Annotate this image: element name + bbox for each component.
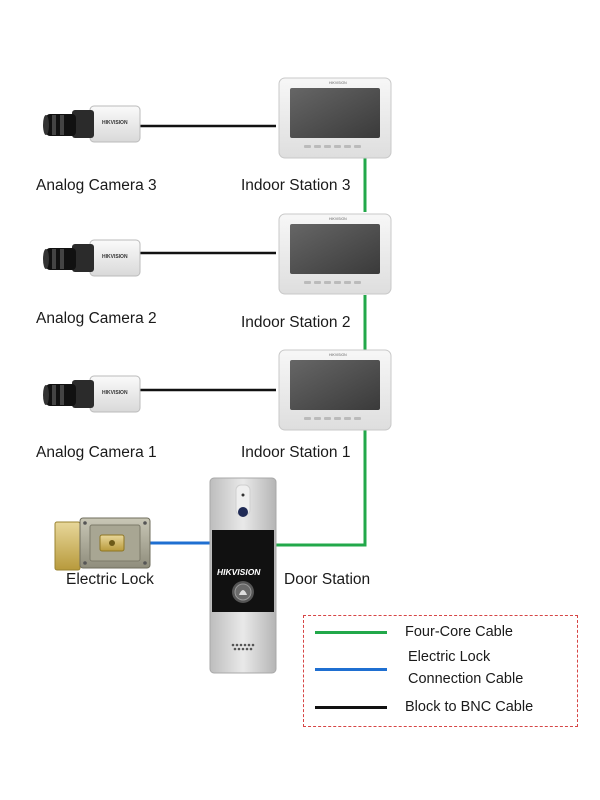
electric-lock-icon — [54, 517, 151, 571]
camera-3-label: Analog Camera 3 — [36, 177, 157, 194]
indoor-station-1-label: Indoor Station 1 — [241, 444, 351, 461]
svg-text:HIKVISION: HIKVISION — [329, 353, 347, 357]
camera-1-label: Analog Camera 1 — [36, 444, 157, 461]
svg-text:HIKVISION: HIKVISION — [102, 254, 128, 260]
indoor-station-2-icon: HIKVISION — [278, 213, 392, 295]
legend-four-core-label: Four-Core Cable — [405, 624, 513, 640]
legend-four-core-swatch — [315, 631, 387, 634]
indoor-station-3-label: Indoor Station 3 — [241, 177, 351, 194]
analog-camera-1-icon: HIKVISION — [43, 375, 141, 413]
analog-camera-2-icon: HIKVISION — [43, 239, 141, 277]
indoor-station-2-label: Indoor Station 2 — [241, 314, 351, 331]
svg-text:HIKVISION: HIKVISION — [329, 81, 347, 85]
svg-text:HIKVISION: HIKVISION — [329, 217, 347, 221]
indoor-station-3-icon: HIKVISION — [278, 77, 392, 159]
analog-camera-3-icon: HIKVISION — [43, 105, 141, 143]
legend-lock-cable-label-line1: Electric Lock — [408, 649, 491, 665]
door-station-label: Door Station — [284, 571, 371, 588]
door-station-icon — [209, 477, 277, 674]
indoor-station-1-icon: HIKVISION — [278, 349, 392, 431]
door-station-brand: HIKVISION — [217, 567, 261, 577]
camera-2-label: Analog Camera 2 — [36, 310, 157, 327]
svg-text:HIKVISION: HIKVISION — [102, 390, 128, 396]
svg-text:HIKVISION: HIKVISION — [102, 120, 128, 126]
electric-lock-label: Electric Lock — [66, 571, 154, 588]
legend-lock-cable-label-line2: Connection Cable — [408, 671, 524, 687]
legend-bnc-label: Block to BNC Cable — [405, 699, 534, 715]
four-core-cable-1-door — [276, 430, 367, 547]
legend — [303, 615, 578, 727]
legend-lock-cable-swatch — [315, 668, 387, 671]
legend-bnc-swatch — [315, 706, 387, 709]
